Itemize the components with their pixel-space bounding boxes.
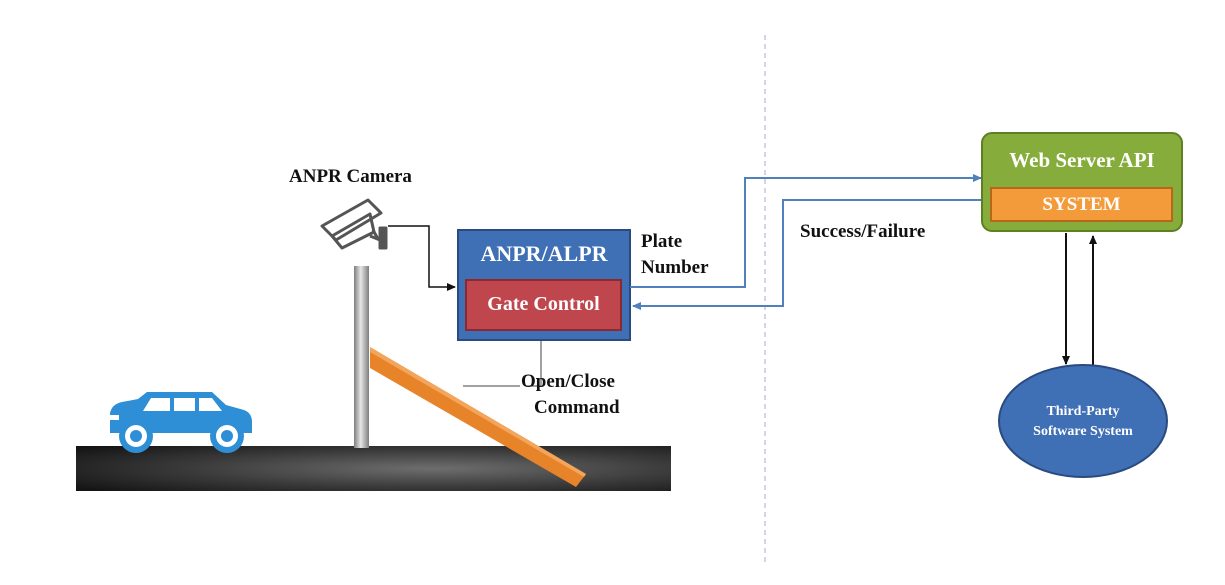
third-party-ellipse [998,364,1168,478]
third-party-label-line2: Software System [1033,424,1133,439]
plate-label-line2: Number [641,257,709,278]
plate-label-line1: Plate [641,231,683,252]
gate-post [354,266,369,448]
road-surface [76,446,671,491]
gate-barrier-icon [370,347,586,487]
third-party-label-line1: Third-Party [1046,404,1120,419]
plate-number-arrow [630,174,982,288]
success-failure-label: Success/Failure [800,221,926,242]
open-close-connector [527,341,542,387]
camera-icon [320,198,388,250]
success-failure-arrow [632,199,981,310]
system-box [990,187,1173,222]
car-icon [110,392,252,453]
camera-to-alpr-arrow [388,225,456,291]
gate-control-label: Gate Control [487,293,600,315]
web-server-label: Web Server API [1009,148,1155,172]
camera-label: ANPR Camera [289,166,412,187]
alpr-box-label: ANPR/ALPR [480,241,608,266]
open-close-label-line2: Command [534,397,620,418]
system-label: SYSTEM [1042,194,1121,215]
gate-control-box [465,279,622,331]
open-close-label-line1: Open/Close [521,371,615,392]
